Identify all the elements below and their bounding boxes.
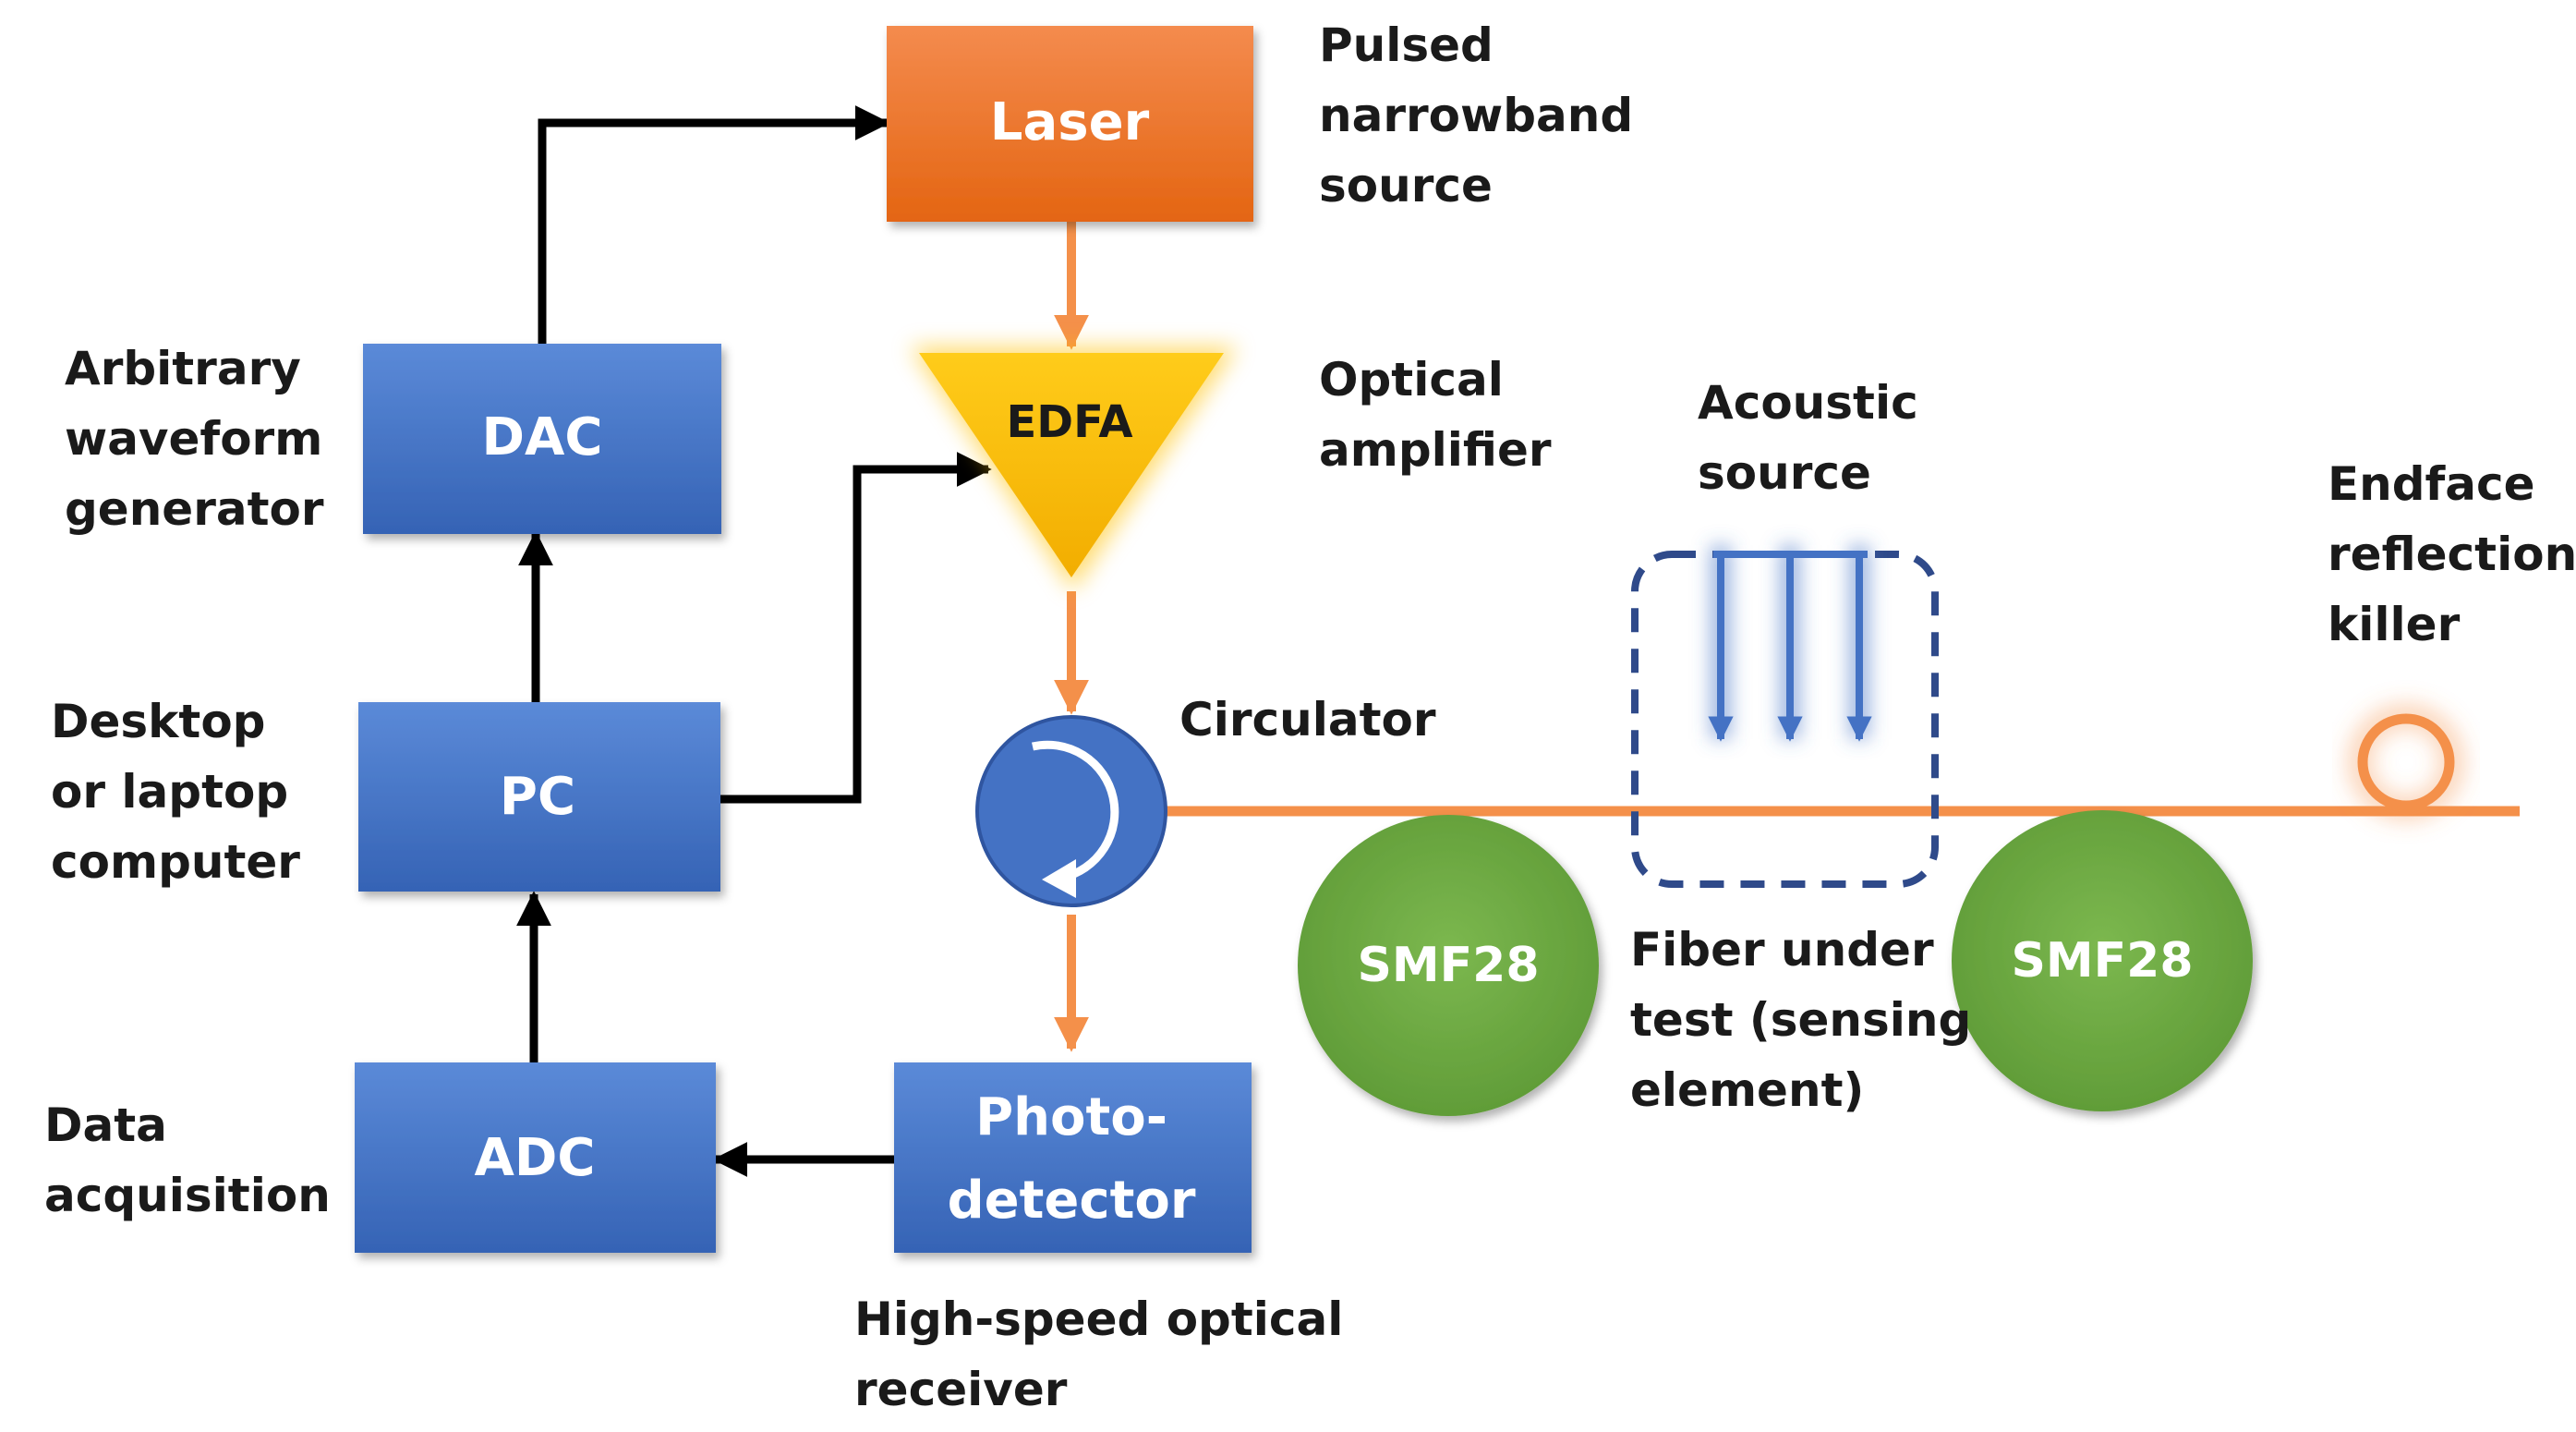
acoustic-region-box — [1631, 551, 1939, 888]
laser-block: Laser — [887, 26, 1253, 222]
circulator-arrow-icon — [1032, 740, 1119, 882]
dac-block: DAC — [363, 344, 721, 534]
dac-description: Arbitrary waveform generator — [65, 342, 324, 536]
adc-description: Data acquisition — [44, 1098, 331, 1222]
laser-label: Laser — [990, 92, 1150, 152]
photodetector-block: Photo- detector — [894, 1062, 1252, 1253]
pc-label: PC — [500, 767, 575, 827]
circulator-label: Circulator — [1179, 693, 1436, 746]
pc-block: PC — [358, 702, 720, 892]
acoustic-source-label: Acoustic source — [1698, 376, 1918, 500]
pc-description: Desktop or laptop computer — [51, 695, 300, 889]
adc-label: ADC — [475, 1128, 596, 1188]
endface-reflection-killer — [2348, 704, 2464, 820]
laser-description: Pulsed narrowband source — [1319, 18, 1634, 212]
photodetector-label-line1: Photo- — [975, 1087, 1167, 1147]
wire-pc-to-edfa — [720, 452, 992, 804]
electrical-wires — [516, 105, 992, 1177]
spool-right: SMF28 — [1952, 810, 2253, 1111]
acoustic-source — [1631, 545, 1939, 888]
photodetector-label-line2: detector — [948, 1171, 1196, 1231]
edfa-label: EDFA — [1006, 396, 1132, 448]
photodetector-description: High-speed optical receiver — [854, 1292, 1344, 1416]
wire-dac-to-laser — [538, 105, 890, 344]
edfa-amplifier: EDFA — [910, 346, 1238, 591]
circulator — [975, 715, 1167, 907]
spool-left-label: SMF28 — [1357, 938, 1539, 993]
spool-right-label: SMF28 — [2011, 933, 2193, 989]
edfa-description: Optical amplifier — [1319, 353, 1552, 477]
endface-label: Endface reflection killer — [2328, 457, 2576, 651]
dac-label: DAC — [482, 407, 603, 467]
fiber-under-test-label: Fiber under test (sensing element) — [1630, 923, 1972, 1117]
fiber-loop-icon — [2357, 713, 2455, 811]
spool-left: SMF28 — [1298, 815, 1599, 1116]
adc-block: ADC — [355, 1062, 716, 1253]
